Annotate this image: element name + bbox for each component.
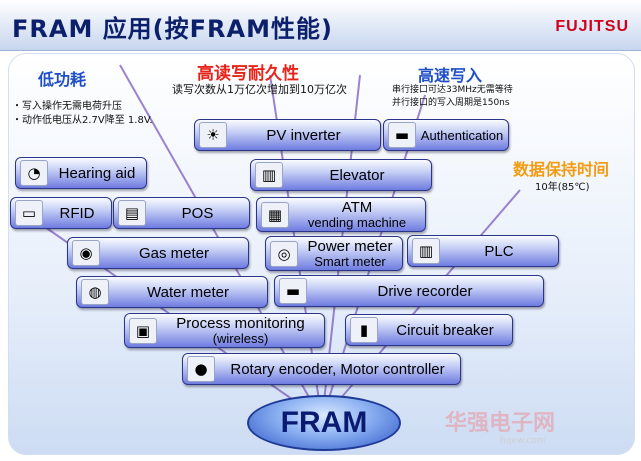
process-monitor-icon: ▣	[129, 317, 157, 344]
atm-icon: ▦	[261, 201, 289, 228]
gas-meter-icon: ◉	[72, 240, 100, 266]
elevator-icon: ▥	[255, 162, 283, 188]
retention-desc: 10年(85℃)	[535, 182, 590, 193]
fram-center: FRAM	[247, 395, 401, 451]
low-power-title: 低功耗	[38, 70, 87, 89]
fast-write-title: 高速写入	[418, 66, 483, 85]
motor-icon: ●	[187, 356, 215, 382]
plc-module-icon: ▥	[412, 238, 440, 264]
rfid-card-icon: ▭	[15, 200, 43, 226]
fast-write-line2: 并行接口的写入周期是150ns	[392, 98, 510, 108]
watermark-url: hqew.com	[500, 436, 546, 446]
app-rfid: ▭ RFID	[10, 197, 112, 229]
title-bar: FRAM 应用(按FRAM性能) FUJITSU	[0, 0, 641, 51]
app-hearing-aid: ◔ Hearing aid	[15, 157, 147, 189]
app-pv-inverter: ☀ PV inverter	[194, 119, 381, 151]
app-gas-meter: ◉ Gas meter	[67, 237, 249, 269]
app-rotary-encoder: ● Rotary encoder, Motor controller	[182, 353, 461, 385]
fujitsu-logo: FUJITSU	[555, 18, 629, 35]
retention-title: 数据保持时间	[513, 160, 610, 179]
endurance-desc: 读写次数从1万亿次增加到10万亿次	[172, 83, 347, 96]
app-elevator: ▥ Elevator	[250, 159, 432, 191]
drive-recorder-icon: ▬	[279, 278, 307, 304]
solar-panel-icon: ☀	[199, 122, 227, 148]
app-process-monitoring: ▣ Process monitoring (wireless)	[124, 313, 325, 348]
water-meter-icon: ◍	[81, 279, 109, 305]
app-drive-recorder: ▬ Drive recorder	[274, 275, 544, 307]
low-power-line1: ・写入操作无需电荷升压	[12, 101, 122, 112]
app-water-meter: ◍ Water meter	[76, 276, 268, 308]
app-atm: ▦ ATM vending machine	[256, 197, 426, 232]
endurance-title: 高读写耐久性	[197, 64, 299, 84]
app-circuit-breaker: ▮ Circuit breaker	[345, 314, 513, 346]
app-authentication: ▬ Authentication	[383, 119, 509, 151]
pos-terminal-icon: ▤	[118, 200, 146, 226]
circuit-breaker-icon: ▮	[350, 317, 378, 343]
app-pos: ▤ POS	[113, 197, 250, 229]
card-reader-icon: ▬	[388, 122, 416, 148]
watermark-logo: 华强电子网	[445, 411, 556, 436]
app-power-meter: ◎ Power meter Smart meter	[265, 236, 403, 271]
page-title: FRAM 应用(按FRAM性能)	[12, 15, 333, 43]
hearing-aid-icon: ◔	[20, 160, 48, 186]
power-meter-icon: ◎	[270, 240, 298, 267]
low-power-line2: ・动作低电压从2.7V降至 1.8V.	[12, 115, 153, 126]
fast-write-line1: 串行接口可达33MHz无需等待	[392, 85, 513, 95]
app-plc: ▥ PLC	[407, 235, 559, 267]
